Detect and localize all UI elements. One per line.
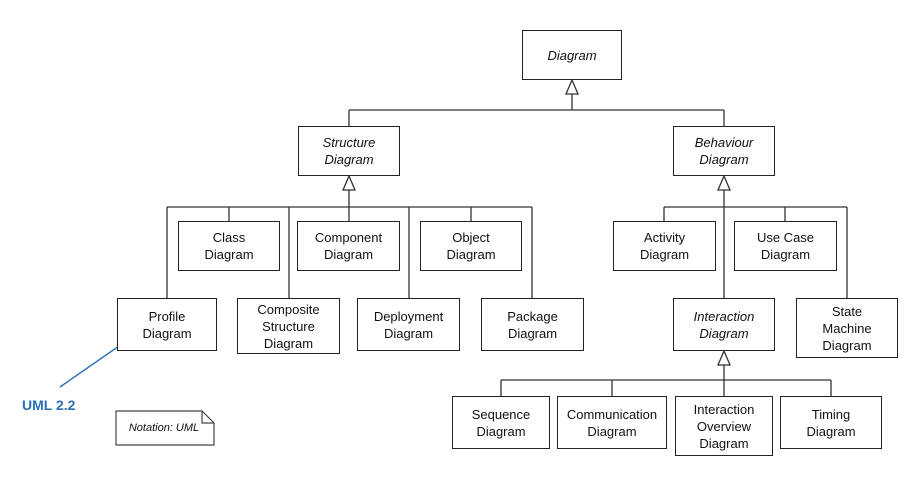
node-activity-diagram: Activity Diagram: [613, 221, 716, 271]
node-component-diagram: Component Diagram: [297, 221, 400, 271]
node-profile-diagram: Profile Diagram: [117, 298, 217, 351]
node-diagram: Diagram: [522, 30, 622, 80]
node-deployment-diagram: Deployment Diagram: [357, 298, 460, 351]
node-structure-diagram: Structure Diagram: [298, 126, 400, 176]
note-fold: [201, 411, 214, 424]
node-object-diagram: Object Diagram: [420, 221, 522, 271]
node-class-diagram: Class Diagram: [178, 221, 280, 271]
node-interaction-diagram: Interaction Diagram: [673, 298, 775, 351]
generalization-arrowhead: [717, 349, 731, 366]
node-state-machine-diagram: State Machine Diagram: [796, 298, 898, 358]
node-sequence-diagram: Sequence Diagram: [452, 396, 550, 449]
node-use-case-diagram: Use Case Diagram: [734, 221, 837, 271]
node-timing-diagram: Timing Diagram: [780, 396, 882, 449]
uml-version-label: UML 2.2: [22, 397, 76, 413]
note-shape: [115, 410, 215, 446]
node-behaviour-diagram: Behaviour Diagram: [673, 126, 775, 176]
generalization-arrowhead: [342, 174, 356, 191]
notation-note-text: Notation: UML: [128, 422, 200, 434]
generalization-arrowhead: [717, 174, 731, 191]
node-composite-structure-diagram: Composite Structure Diagram: [237, 298, 340, 354]
node-package-diagram: Package Diagram: [481, 298, 584, 351]
node-communication-diagram: Communication Diagram: [557, 396, 667, 449]
generalization-arrowhead: [565, 78, 579, 95]
node-interaction-overview-diagram: Interaction Overview Diagram: [675, 396, 773, 456]
